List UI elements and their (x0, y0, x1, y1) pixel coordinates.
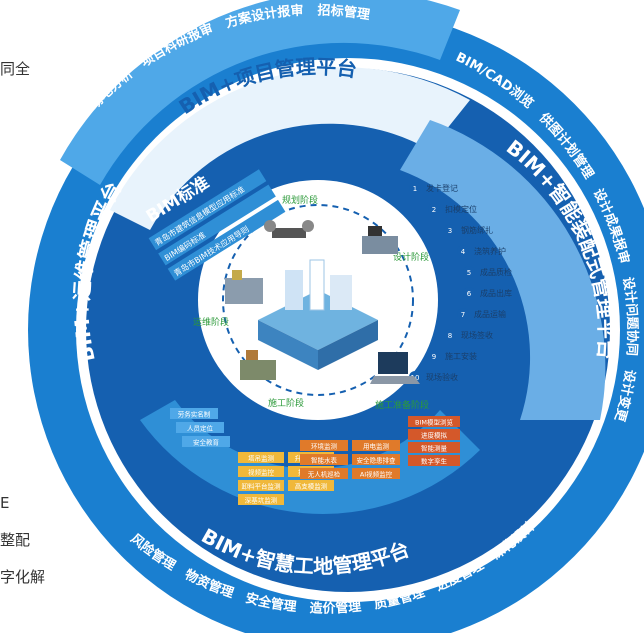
site-tag-orange-bg (352, 454, 400, 465)
site-tag-red-bg (408, 429, 460, 440)
site-tag-red-bg (408, 416, 460, 427)
step-number: 6 (467, 290, 472, 298)
left-text-line2: E (0, 494, 10, 512)
construction-worker-icon (240, 350, 276, 380)
stage-design: 设计阶段 (393, 251, 429, 263)
site-tag-orange: 环境监测 (311, 442, 338, 451)
step-label: 扣模定位 (445, 204, 477, 214)
assembly-steps: 1 发卡登记 2 扣模定位 3 钢筋绑扎 4 浇筑养护 5 成品质检 6 成品出库 7 成品运输 8 现场签收… (409, 182, 512, 383)
site-tag-orange-bg (300, 454, 348, 465)
site-tag-orange: 用电监测 (363, 442, 390, 451)
assembly-band (400, 120, 606, 420)
site-tag-red: 智能测量 (421, 444, 448, 453)
stage-operation: 运维阶段 (193, 316, 229, 328)
standard-item-bg-1 (148, 169, 267, 251)
left-text-line1: 同全 (0, 60, 31, 78)
operation-building-icon (225, 270, 263, 304)
site-tag-orange-bg (300, 440, 348, 451)
site-tag-blue: 人员定位 (187, 424, 214, 433)
project-band (110, 67, 470, 230)
step-number: 9 (432, 353, 436, 361)
site-tag-red: 数字孪生 (421, 457, 448, 466)
site-tag-red-bg (408, 442, 460, 453)
step-number: 7 (461, 311, 465, 319)
step-label: 钢筋绑扎 (461, 225, 493, 235)
step-number-badge (444, 224, 456, 236)
site-tag-orange: 无人机巡检 (308, 470, 341, 479)
site-tag-red: BIM模型浏览 (415, 418, 453, 427)
step-number: 1 (413, 185, 417, 193)
site-tags: 劳务实名制人员定位安全教育塔吊监测升降机监测视频监控扬尘监测卸料平台监测高支模监… (170, 408, 460, 505)
step-number-badge (428, 350, 440, 362)
site-tag-yellow-bg (238, 494, 284, 505)
site-tag-orange: 智能水表 (311, 456, 338, 465)
step-number-badge (409, 182, 421, 194)
site-tag-orange-bg (300, 468, 348, 479)
step-label: 成品质检 (480, 267, 512, 277)
stage-prep: 施工准备阶段 (375, 399, 429, 411)
site-tag-yellow: 高支模监测 (295, 482, 328, 491)
site-tag-orange-bg (352, 468, 400, 479)
left-text-line4: 字化解 (0, 568, 46, 586)
laptop-icon (370, 352, 420, 384)
designer-desk-icon (362, 226, 398, 254)
step-number: 5 (467, 269, 471, 277)
step-label: 成品运输 (474, 309, 506, 319)
step-number-badge (444, 329, 456, 341)
step-label: 现场验收 (426, 372, 458, 382)
site-tag-blue-bg (176, 422, 224, 433)
step-label: 成品出库 (480, 288, 512, 298)
step-label: 现场签收 (461, 330, 493, 340)
site-tag-orange-bg (352, 440, 400, 451)
stage-construction: 施工阶段 (268, 397, 304, 409)
step-number: 3 (448, 227, 452, 235)
site-tag-blue-bg (170, 408, 218, 419)
site-tag-orange: AI视频监控 (360, 470, 393, 479)
site-tag-yellow-bg (288, 480, 334, 491)
standard-item-bg-3 (167, 199, 286, 281)
site-tag-blue: 安全教育 (193, 438, 220, 447)
left-text-line3: 整配 (0, 531, 31, 549)
step-number-badge (457, 245, 469, 257)
step-label: 发卡登记 (426, 183, 458, 193)
site-tag-blue-bg (182, 436, 230, 447)
step-label: 施工安装 (445, 351, 477, 361)
stage-cycle (222, 204, 414, 396)
site-tag-red: 进度模拟 (421, 431, 448, 440)
step-number-badge (463, 287, 475, 299)
site-tag-yellow-bg (238, 480, 284, 491)
site-tag-yellow-bg (238, 466, 284, 477)
step-number: 4 (461, 248, 466, 256)
site-tag-yellow: 塔吊监测 (248, 454, 275, 463)
standard-item-bg-2 (158, 184, 276, 266)
site-tag-yellow: 卸料平台监测 (242, 482, 282, 491)
outer-ring-top-light (60, 0, 460, 185)
step-number: 8 (448, 332, 452, 340)
step-number-badge (428, 203, 440, 215)
site-tag-orange: 安全隐患排查 (357, 456, 397, 465)
site-band (140, 400, 480, 514)
step-number: 2 (432, 206, 436, 214)
site-tag-blue: 劳务实名制 (178, 410, 211, 419)
site-tag-yellow: 深基坑监测 (245, 496, 278, 505)
stage-planning: 规划阶段 (282, 194, 318, 206)
step-number-badge (463, 266, 475, 278)
site-tag-yellow: 视频监控 (248, 468, 275, 477)
site-tag-yellow-bg (238, 452, 284, 463)
center-building-illustration (258, 259, 378, 370)
drone-icon (264, 220, 314, 238)
step-number-badge (457, 308, 469, 320)
step-label: 浇筑养护 (474, 246, 506, 256)
site-tag-red-bg (408, 455, 460, 466)
